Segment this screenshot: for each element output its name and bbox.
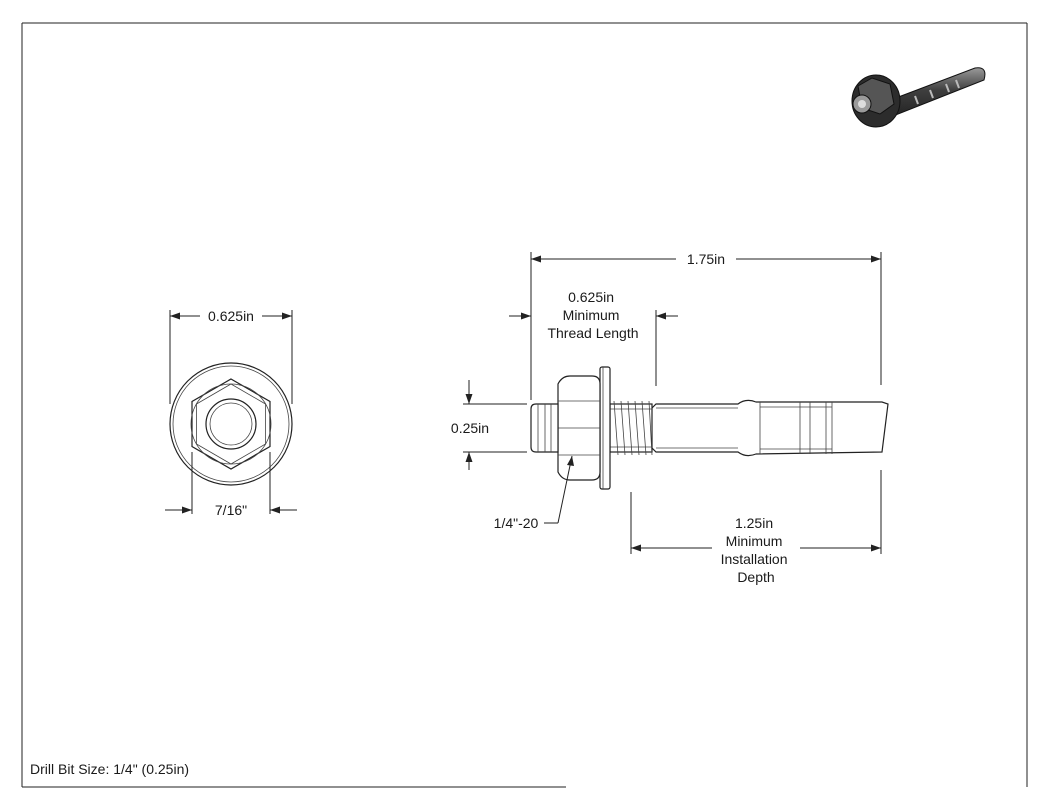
side-view: 1.75in 0.625in Minimum Thread Length 0.2…: [451, 251, 889, 585]
hex-across-flats-dimension: 7/16": [165, 452, 297, 518]
thread-spec-label: 1/4"-20: [494, 515, 539, 531]
front-width-label: 0.625in: [208, 308, 254, 324]
overall-length-dimension: 1.75in: [530, 251, 882, 400]
diameter-dimension: 0.25in: [451, 380, 527, 470]
front-view: 0.625in 7/16": [165, 308, 297, 518]
diameter-label: 0.25in: [451, 420, 489, 436]
svg-text:0.625in Minimum: 0.625in Minimum Thread Length: [547, 289, 638, 341]
install-depth-qualifier: Minimum: [726, 533, 783, 549]
install-depth-value: 1.25in: [735, 515, 773, 531]
front-width-dimension: 0.625in: [169, 308, 293, 404]
install-depth-caption-2: Depth: [737, 569, 774, 585]
hex-chamfer-circle: [190, 383, 272, 465]
sheet-border: [21, 22, 1028, 788]
install-depth-caption-1: Installation: [721, 551, 788, 567]
bolt-end-profile: [530, 403, 559, 453]
thread-section: [609, 400, 653, 456]
washer-profile: [599, 366, 611, 490]
installation-depth-dimension: 1.25in Minimum Installation Depth: [630, 470, 882, 585]
overall-length-label: 1.75in: [687, 251, 725, 267]
thread-callout: 1/4"-20: [494, 455, 574, 531]
thread-length-value: 0.625in: [568, 289, 614, 305]
svg-text:1.25in Minimum: 1.25in Minimum Installation Depth: [721, 515, 792, 585]
drill-bit-size-note: Drill Bit Size: 1/4" (0.25in): [30, 761, 189, 777]
thread-length-qualifier: Minimum: [563, 307, 620, 323]
thread-length-dimension: 0.625in Minimum Thread Length: [509, 289, 678, 386]
thread-length-caption: Thread Length: [547, 325, 638, 341]
hex-nut-profile: [557, 375, 601, 481]
hex-size-label: 7/16": [215, 502, 247, 518]
bolt-end-circle: [205, 398, 257, 450]
anchor-shank: [649, 399, 889, 457]
anchor-bolt-isometric-icon: [851, 67, 986, 128]
